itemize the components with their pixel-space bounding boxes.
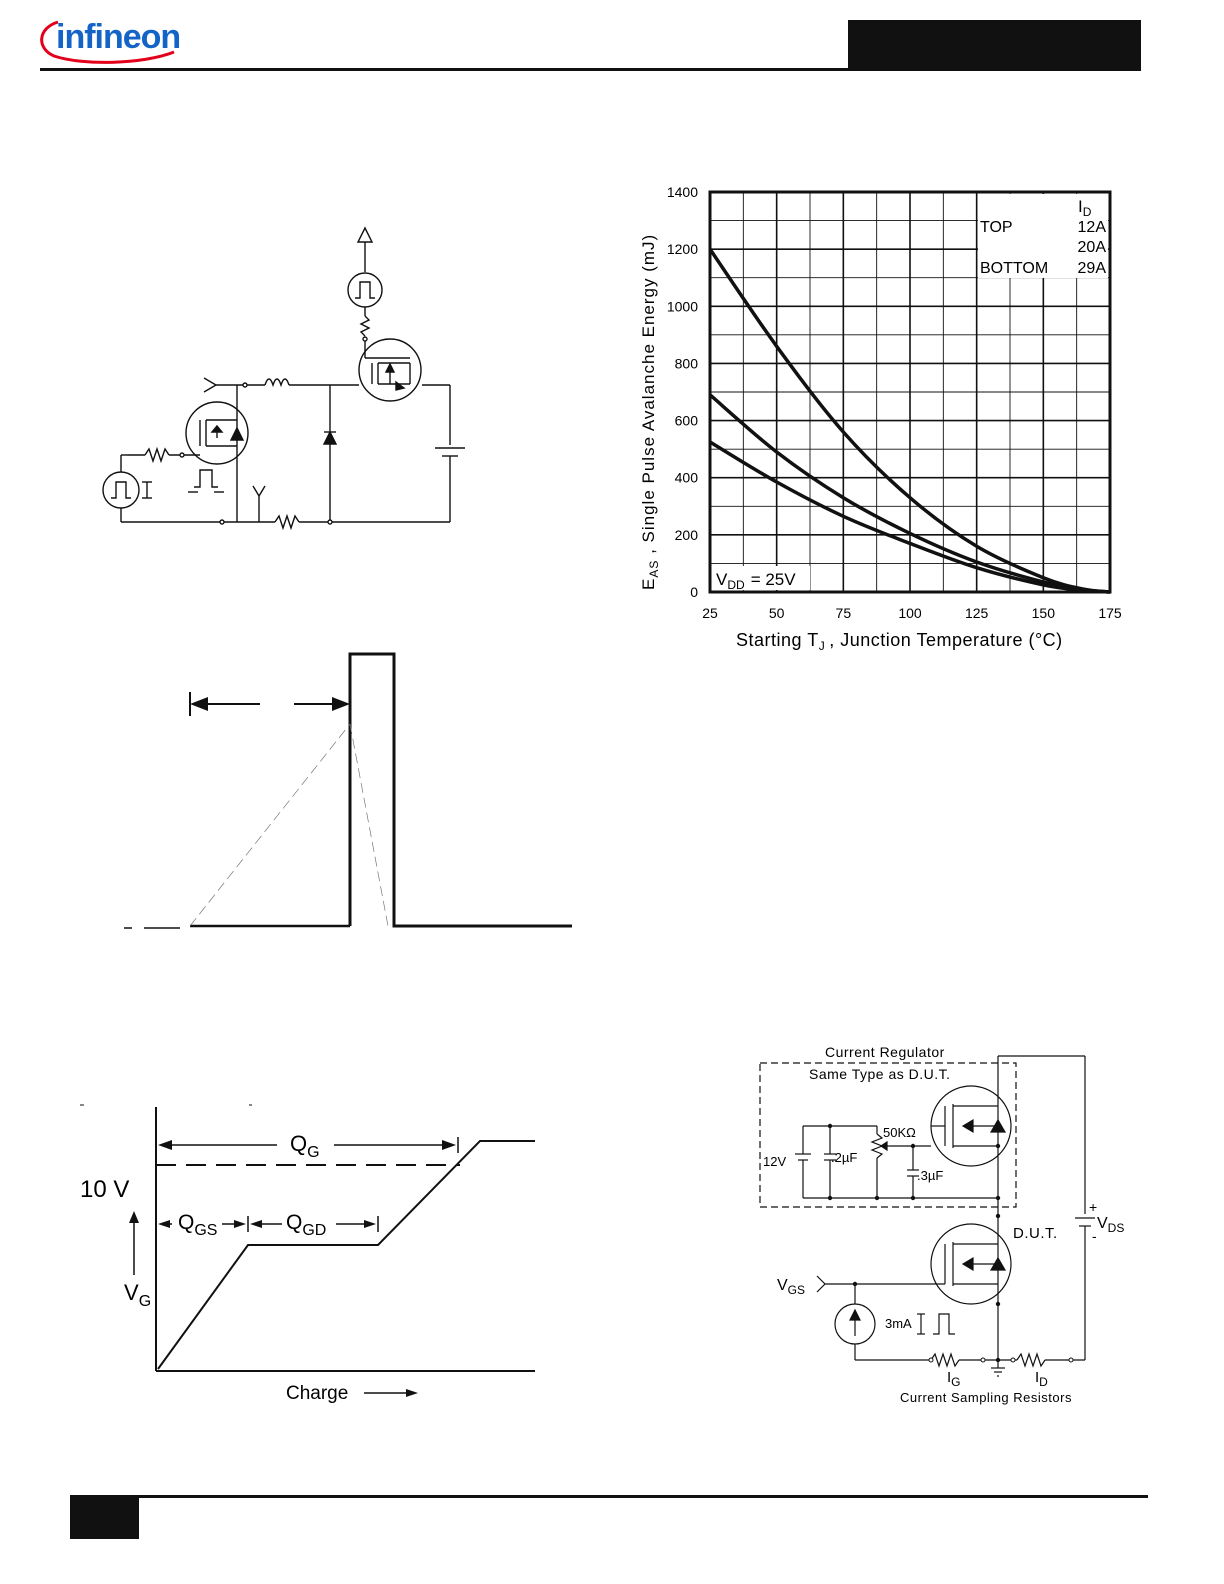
logo-text: infineon	[56, 18, 181, 56]
qgs-label: QGS	[178, 1211, 217, 1239]
legend-row-2-value: 29A	[1078, 260, 1107, 277]
legend-row-0-position: TOP	[980, 219, 1013, 236]
qgd-left-arrow-icon	[250, 1220, 262, 1228]
gate-pulse-generator-icon	[102, 471, 140, 509]
resistors-label: Current Sampling Resistors	[900, 1390, 1072, 1405]
x-tick-label: 100	[898, 605, 922, 621]
pot-label: 50KΩ	[883, 1125, 916, 1140]
qgs-right-arrow-icon	[234, 1220, 246, 1228]
x-tick-label: 175	[1098, 605, 1122, 621]
cap1-label: .2µF	[831, 1150, 857, 1165]
y-tick-label: 600	[675, 413, 699, 429]
x-tick-label: 125	[965, 605, 989, 621]
eas-plot-frame	[708, 190, 1112, 594]
tp-left-arrow-icon	[190, 697, 208, 711]
charge-label: Charge	[286, 1383, 348, 1404]
dut-mosfet-icon	[930, 1223, 1012, 1305]
qgd-label: QGD	[286, 1211, 326, 1239]
x-tick-label: 25	[702, 605, 718, 621]
x-tick-label: 150	[1032, 605, 1056, 621]
y-tick-label: 200	[675, 527, 699, 543]
y-tick-label: 1000	[667, 298, 698, 314]
vdd-annotation: VDD= 25V	[716, 570, 796, 592]
high-side-mosfet-icon	[358, 338, 422, 402]
legend-header: ID	[1078, 197, 1092, 219]
vgs-label: VGS	[777, 1277, 805, 1297]
legend-row-1-value: 20A	[1078, 239, 1107, 256]
x-tick-label: 75	[836, 605, 852, 621]
qg-right-arrow-icon	[442, 1140, 456, 1150]
gate-charge-test-circuit: Current Regulator Same Type as D.U.T. 12…	[759, 1044, 1124, 1405]
qgs-left-arrow-icon	[158, 1220, 170, 1228]
current-regulator-box	[759, 1062, 1017, 1208]
cap2-label: .3µF	[917, 1168, 943, 1183]
y-tick-label: 400	[675, 470, 699, 486]
charge-arrow-icon	[406, 1389, 418, 1397]
low-side-mosfet-icon	[185, 401, 249, 465]
pulse-generator-icon	[347, 272, 383, 308]
header-rule	[40, 68, 1141, 71]
ten-volt-label: 10 V	[80, 1176, 129, 1203]
eas-chart: 25 50 75 100 125 150 175 0 200 400 600 800 1000 1200 1…	[639, 184, 1122, 653]
y-tick-label: 1200	[667, 241, 698, 257]
series-line-2	[709, 440, 1111, 594]
uis-waveform	[124, 652, 572, 929]
header-block	[848, 20, 1141, 71]
dut-label: D.U.T.	[1013, 1225, 1058, 1242]
vg-label: VG	[124, 1280, 151, 1310]
y-tick-label: 800	[675, 355, 699, 371]
qgd-right-arrow-icon	[364, 1220, 376, 1228]
ig-label: IG	[947, 1369, 961, 1389]
current-label: 3mA	[885, 1316, 912, 1331]
eas-chart-ticks: 25 50 75 100 125 150 175 0 200 400 600 800 1000 1200 1…	[667, 184, 1122, 621]
eas-y-axis-label: EAS , Single Pulse Avalanche Energy (mJ)	[639, 234, 661, 590]
vds-label: VDS	[1097, 1215, 1124, 1235]
eas-chart-series	[708, 248, 1111, 594]
eas-legend-bg	[978, 194, 1108, 278]
regulator-title: Current Regulator	[825, 1044, 945, 1060]
y-tick-label: 1400	[667, 184, 698, 200]
gate-charge-waveform: QG 10 V QGS QGD VG Charge	[80, 1104, 535, 1404]
infineon-logo: infineon	[34, 8, 184, 68]
legend-row-0-value: 12A	[1078, 219, 1107, 236]
tp-right-arrow-icon	[332, 697, 350, 711]
regulator-subtitle: Same Type as D.U.T.	[809, 1066, 951, 1082]
vds-plus-label: +	[1089, 1199, 1097, 1215]
supply-label: 12V	[763, 1154, 786, 1169]
footer-block	[70, 1497, 139, 1539]
vdd-arrow-icon	[356, 226, 374, 243]
uis-test-circuit	[102, 226, 465, 531]
vdd-annotation-bg	[712, 566, 810, 590]
legend-row-2-position: BOTTOM	[980, 260, 1048, 277]
qg-left-arrow-icon	[158, 1140, 172, 1150]
footer-rule	[70, 1495, 1148, 1498]
y-tick-label: 0	[690, 584, 698, 600]
logo-swoosh-icon	[40, 20, 175, 64]
vg-up-arrow-icon	[129, 1211, 139, 1223]
eas-x-axis-label: Starting TJ, Junction Temperature (°C)	[736, 630, 1063, 653]
inductor-icon	[264, 378, 290, 388]
vds-minus-label: -	[1092, 1228, 1097, 1244]
qg-label: QG	[290, 1131, 320, 1161]
id-label: ID	[1035, 1369, 1048, 1389]
x-tick-label: 50	[769, 605, 785, 621]
